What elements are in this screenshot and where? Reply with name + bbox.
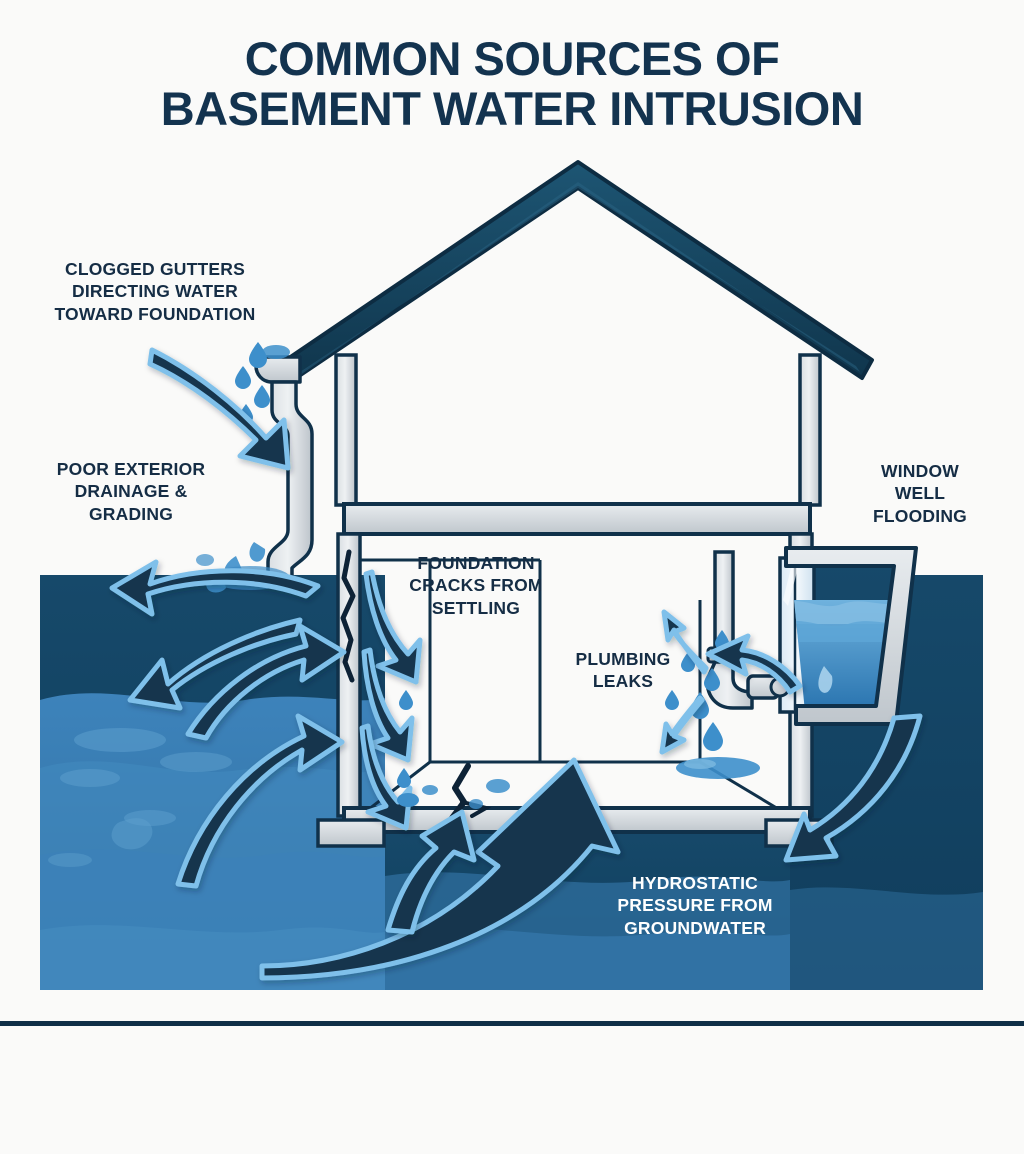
arrow-groundwater-right [783, 713, 923, 863]
gutter-overflow-drops [235, 342, 290, 424]
floor-puddle-highlight [684, 759, 716, 769]
arrow-lateral-seepage-2 [175, 713, 345, 889]
groundwater-right [790, 887, 983, 990]
window-glass-shine [783, 560, 800, 606]
wall-seepage-drops [397, 690, 510, 809]
label-hydrostatic-pressure: HYDROSTATIC PRESSURE FROM GROUNDWATER [617, 873, 773, 938]
arrow-wall-seepage-1 [363, 569, 423, 685]
label-plumbing-leaks: PLUMBING LEAKS [575, 649, 671, 692]
wall-left-upper [334, 353, 358, 507]
floor-joist-beam [342, 502, 812, 536]
arrow-wall-seepage-2 [361, 647, 415, 763]
arrow-surface-runoff-1 [109, 559, 321, 617]
basement-interior-lines [359, 558, 791, 818]
label-clogged-gutters: CLOGGED GUTTERS DIRECTING WATER TOWARD F… [54, 259, 256, 324]
arrow-plumbing-spray-up [661, 609, 709, 675]
label-poor-drainage: POOR EXTERIOR DRAINAGE & GRADING [56, 459, 206, 524]
footing-left [316, 818, 386, 848]
roof [284, 160, 874, 380]
arrow-window-well-inflow [705, 633, 803, 695]
label-foundation-cracks: FOUNDATION CRACKS FROM SETTLING [409, 553, 543, 618]
arrow-lateral-seepage-1 [185, 623, 347, 741]
arrow-gutter-overflow [147, 347, 291, 471]
arrow-plumbing-spray-down [659, 695, 705, 755]
foundation-crack [340, 549, 356, 683]
label-window-well: WINDOW WELL FLOODING [873, 461, 967, 526]
floor-puddle [676, 757, 760, 779]
downspout [266, 380, 314, 586]
roof-underside-highlight [296, 182, 860, 378]
arrow-hydrostatic-small [385, 809, 477, 935]
groundwater-center [385, 872, 790, 990]
arrow-hydrostatic-main [259, 757, 621, 981]
wall-right-upper [798, 353, 822, 507]
arrow-surface-runoff-2 [127, 617, 303, 711]
bottom-divider [0, 1021, 1024, 1026]
window-well-wall [784, 546, 918, 726]
plumbing-elbow [705, 660, 754, 710]
